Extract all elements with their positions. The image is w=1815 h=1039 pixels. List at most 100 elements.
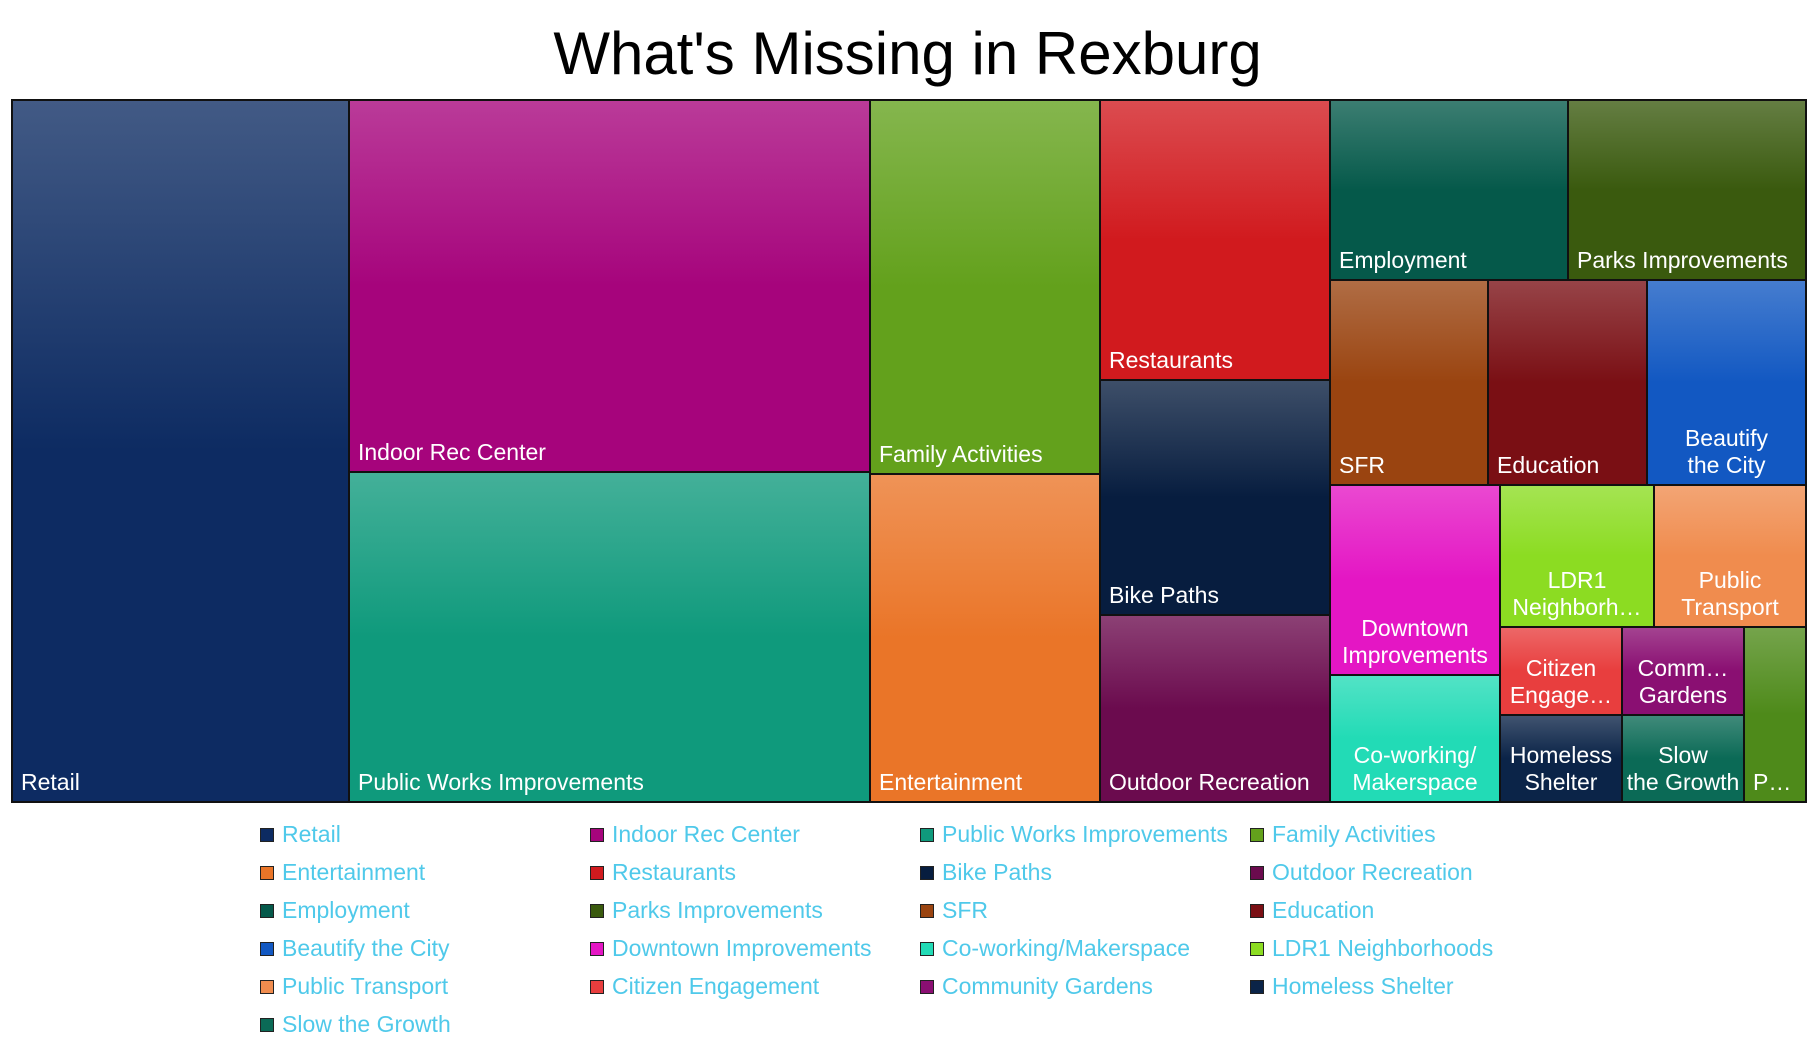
- legend-item: Indoor Rec Center: [590, 820, 920, 849]
- tile-public-works-improvements: [348, 471, 871, 803]
- tile-entertainment: [869, 473, 1101, 803]
- legend-swatch: [260, 1017, 274, 1032]
- tile-restaurants: [1099, 99, 1331, 381]
- legend-item: Downtown Improvements: [590, 934, 920, 963]
- chart-title: What's Missing in Rexburg: [553, 20, 1262, 87]
- legend-swatch: [260, 865, 274, 880]
- legend-label: Retail: [282, 821, 341, 847]
- legend-swatch: [260, 903, 274, 918]
- legend-label: Slow the Growth: [282, 1011, 451, 1037]
- legend-item: Slow the Growth: [260, 1010, 590, 1039]
- tile-label: Bike Paths: [1109, 582, 1219, 608]
- legend-label: Parks Improvements: [612, 897, 823, 923]
- tile-label: Public Works Improvements: [358, 769, 644, 795]
- legend-swatch: [590, 827, 604, 842]
- tile-label: Education: [1497, 452, 1599, 478]
- tile-label: Parks Improvements: [1577, 247, 1788, 273]
- legend-label: Entertainment: [282, 859, 426, 885]
- legend-item: SFR: [920, 896, 1250, 925]
- tile-public-transport: [1653, 484, 1807, 628]
- tile-unnamed: [1743, 626, 1807, 803]
- tile-retail: [11, 99, 350, 803]
- legend-label: Education: [1272, 897, 1375, 923]
- legend-item: LDR1 Neighborhoods: [1250, 934, 1560, 963]
- legend-swatch: [1250, 865, 1264, 880]
- legend-swatch: [1250, 979, 1264, 994]
- legend-label: Indoor Rec Center: [612, 821, 800, 847]
- legend-label: Community Gardens: [942, 973, 1153, 999]
- legend-label: Homeless Shelter: [1272, 973, 1454, 999]
- tile-label: Retail: [21, 769, 80, 795]
- legend-item: Public Works Improvements: [920, 820, 1250, 849]
- tile-outdoor-recreation: [1099, 614, 1331, 803]
- legend-item: Restaurants: [590, 858, 920, 887]
- tile-label: Co-working/Makerspace: [1352, 742, 1477, 795]
- legend-swatch: [920, 827, 934, 842]
- legend-swatch: [260, 979, 274, 994]
- tile-label: Family Activities: [879, 441, 1043, 467]
- tile-ldr1-neighborhoods: [1499, 484, 1655, 628]
- legend-label: Downtown Improvements: [612, 935, 872, 961]
- legend-swatch: [260, 941, 274, 956]
- legend-label: Co-working/Makerspace: [942, 935, 1190, 961]
- tile-label: Restaurants: [1109, 347, 1233, 373]
- tile-employment: [1329, 99, 1569, 281]
- tile-beautify-the-city: [1646, 279, 1807, 486]
- tile-label: P…: [1753, 769, 1791, 795]
- legend-swatch: [920, 865, 934, 880]
- legend-swatch: [590, 979, 604, 994]
- legend-item: Co-working/Makerspace: [920, 934, 1250, 963]
- tile-sfr: [1329, 279, 1489, 486]
- legend-label: Employment: [282, 897, 410, 923]
- legend-label: SFR: [942, 897, 988, 923]
- legend-swatch: [260, 827, 274, 842]
- tile-label: Comm…Gardens: [1638, 655, 1729, 708]
- tile-homeless-shelter: [1499, 714, 1623, 803]
- legend-item: Retail: [260, 820, 590, 849]
- tile-label: SFR: [1339, 452, 1385, 478]
- legend-item: Beautify the City: [260, 934, 590, 963]
- tile-co-working-makerspace: [1329, 674, 1501, 803]
- legend-label: Public Works Improvements: [942, 821, 1228, 847]
- legend-label: Citizen Engagement: [612, 973, 820, 999]
- tile-slow-the-growth: [1621, 714, 1745, 803]
- tile-label: Entertainment: [879, 769, 1023, 795]
- legend: Retail Indoor Rec Center Public Works Impr…: [260, 820, 1560, 1039]
- legend-swatch: [1250, 903, 1264, 918]
- legend-label: Outdoor Recreation: [1272, 859, 1473, 885]
- tile-downtown-improvements: [1329, 484, 1501, 676]
- legend-label: Family Activities: [1272, 821, 1436, 847]
- legend-item: Outdoor Recreation: [1250, 858, 1560, 887]
- legend-label: Beautify the City: [282, 935, 450, 961]
- legend-item: Citizen Engagement: [590, 972, 920, 1001]
- legend-item: Community Gardens: [920, 972, 1250, 1001]
- tile-indoor-rec-center: [348, 99, 871, 473]
- legend-swatch: [590, 865, 604, 880]
- tile-bike-paths: [1099, 379, 1331, 616]
- tile-family-activities: [869, 99, 1101, 475]
- legend-label: Restaurants: [612, 859, 737, 885]
- tile-label: Outdoor Recreation: [1109, 769, 1310, 795]
- legend-item: Public Transport: [260, 972, 590, 1001]
- legend-item: Family Activities: [1250, 820, 1560, 849]
- legend-item: Entertainment: [260, 858, 590, 887]
- legend-swatch: [920, 941, 934, 956]
- legend-item: Employment: [260, 896, 590, 925]
- legend-swatch: [1250, 941, 1264, 956]
- legend-swatch: [920, 903, 934, 918]
- tile-education: [1487, 279, 1648, 486]
- legend-swatch: [920, 979, 934, 994]
- legend-item: Homeless Shelter: [1250, 972, 1560, 1001]
- legend-label: Bike Paths: [942, 859, 1052, 885]
- legend-label: Public Transport: [282, 973, 449, 999]
- legend-label: LDR1 Neighborhoods: [1272, 935, 1494, 961]
- tile-label: Employment: [1339, 247, 1467, 273]
- legend-item: Bike Paths: [920, 858, 1250, 887]
